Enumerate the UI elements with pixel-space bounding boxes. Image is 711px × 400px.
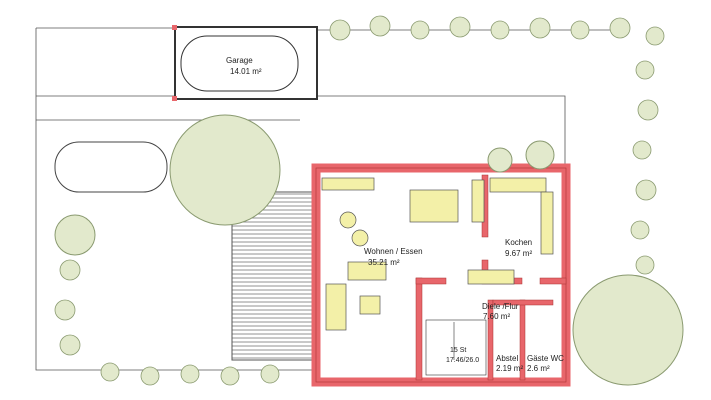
abstell-area: 2.19 m²: [496, 364, 524, 373]
furniture: [321, 177, 554, 331]
gaeste-wc-name: Gäste WC: [527, 354, 564, 363]
garage: [172, 25, 318, 101]
diele-area: 7.60 m²: [483, 312, 511, 321]
wohnen-name: Wohnen / Essen: [364, 247, 423, 256]
parking-car-outline: [54, 141, 168, 193]
abstell-name: Abstel: [496, 354, 519, 363]
staircase: [425, 319, 487, 376]
hedges: [54, 15, 665, 386]
kochen-area: 9.67 m²: [505, 249, 533, 258]
kochen-name: Kochen: [505, 238, 533, 247]
stair-dims: 17.46/26.0: [446, 357, 480, 364]
diele-name: Diele /Flur: [482, 302, 519, 311]
gaeste-wc-area: 2.6 m²: [527, 364, 550, 373]
garage-area: 14.01 m²: [230, 67, 262, 76]
garage-name: Garage: [226, 56, 253, 65]
stair-label: 15 St: [450, 347, 467, 354]
house: [311, 163, 571, 387]
wohnen-area: 35.21 m²: [368, 258, 400, 267]
trees: [54, 114, 684, 386]
